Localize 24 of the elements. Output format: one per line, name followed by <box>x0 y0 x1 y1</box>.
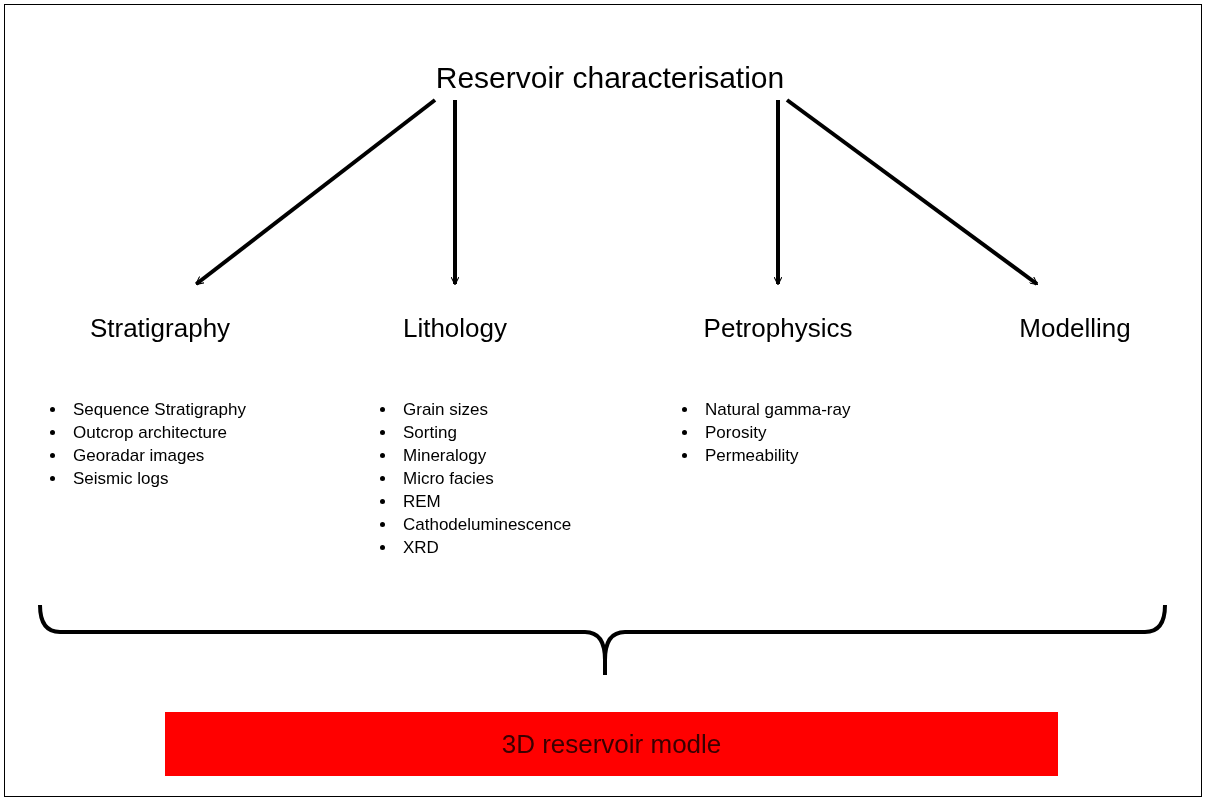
heading-text: Reservoir characterisation <box>418 58 802 100</box>
result-bar: 3D reservoir modle <box>165 712 1058 776</box>
bullet-item: Natural gamma-ray <box>705 399 851 421</box>
arrow <box>773 100 783 286</box>
column-heading: Modelling <box>995 312 1155 348</box>
bullet-item: Grain sizes <box>403 399 489 421</box>
bullet-item: Mineralogy <box>403 445 487 467</box>
bullet-item: Porosity <box>705 422 767 444</box>
bullet-item: XRD <box>403 537 439 559</box>
bullet-item: Outcrop architecture <box>73 422 227 444</box>
arrow <box>450 100 460 286</box>
bullet-item: REM <box>403 491 441 513</box>
arrow <box>195 98 437 286</box>
column-heading: Lithology <box>380 312 530 348</box>
column-heading: Stratigraphy <box>60 312 260 348</box>
arrow <box>785 98 1039 286</box>
bullet-item: Permeability <box>705 445 799 467</box>
bullet-item: Micro facies <box>403 468 494 490</box>
bullet-item: Georadar images <box>73 445 205 467</box>
bullet-item: Seismic logs <box>73 468 169 490</box>
bullet-item: Cathodeluminescence <box>403 514 572 536</box>
bullet-item: Sorting <box>403 422 457 444</box>
column-heading: Petrophysics <box>688 312 868 348</box>
bullet-item: Sequence Stratigraphy <box>73 399 246 421</box>
